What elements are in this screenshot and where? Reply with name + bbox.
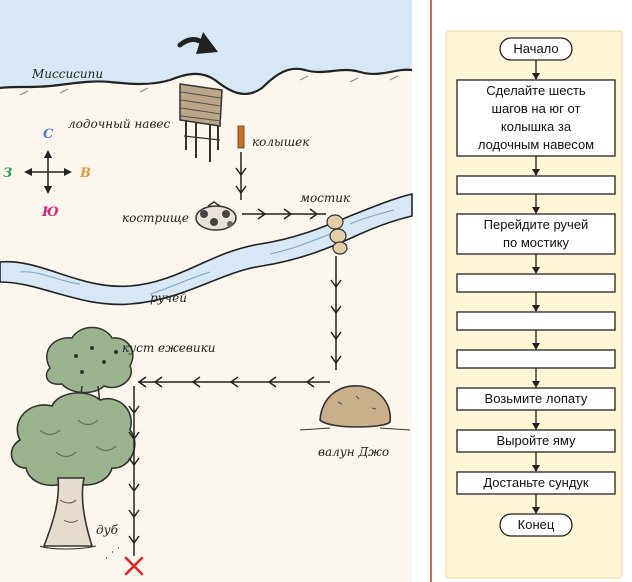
flowchart-step-text: лодочным навесом (478, 137, 594, 152)
dig-dots (106, 547, 119, 559)
river-flow-arrow (177, 32, 218, 54)
flowchart-arrow-7 (532, 410, 540, 430)
flowchart-arrow-4 (532, 292, 540, 312)
flowchart-empty-step-2[interactable] (456, 175, 616, 195)
flowchart-step-text: по мостику (503, 235, 570, 250)
path-arrows (128, 152, 342, 556)
flowchart-empty-step-4[interactable] (456, 273, 616, 293)
compass-north: С (43, 127, 54, 142)
flowchart-arrow-5 (532, 330, 540, 350)
flowchart-step-1 (456, 79, 616, 157)
blackberry-bush (45, 326, 134, 405)
flowchart-arrow-2 (532, 194, 540, 214)
label-creek: ручей (150, 291, 187, 305)
mississippi-shore (0, 67, 413, 96)
flowchart-arrow-6 (532, 368, 540, 388)
flowchart-end-label: Конец (518, 517, 555, 532)
label-blackberry: куст ежевики (122, 341, 216, 355)
compass-south: Ю (41, 205, 59, 220)
label-campfire: кострище (122, 211, 189, 225)
flowchart-step-text: Перейдите ручей (484, 217, 589, 232)
label-oak: дуб (96, 523, 119, 537)
creek (0, 192, 413, 306)
label-stake: колышек (252, 135, 310, 149)
flowchart-arrow-3 (532, 254, 540, 274)
flowchart-step-text: Достаньте сундук (483, 475, 589, 490)
label-bridge: мостик (300, 191, 351, 205)
label-mississippi: Миссисипи (31, 67, 103, 81)
compass-east: В (79, 166, 91, 181)
flowchart-start-label: Начало (513, 41, 558, 56)
flowchart-step-text: Выройте яму (496, 433, 576, 448)
label-boathouse: лодочный навес (68, 117, 171, 131)
campfire (195, 201, 237, 231)
shore-hatching (19, 75, 399, 96)
flowchart-empty-step-5[interactable] (456, 311, 616, 331)
boulder (299, 385, 411, 431)
compass-west: З (3, 166, 12, 181)
flowchart-step-3 (456, 213, 616, 255)
stake (237, 125, 245, 149)
flowchart-arrow-1 (532, 156, 540, 176)
flowchart-step-text: шагов на юг от (492, 101, 581, 116)
creek-ripples (19, 209, 395, 295)
boathouse (179, 83, 223, 162)
oak-tree (10, 392, 136, 550)
flowchart-arrow-0 (532, 60, 540, 80)
treasure-map: Миссисипи лодочный навес колышек С Ю З В (0, 0, 413, 582)
treasure-mark (124, 556, 144, 576)
flowchart-step-text: колышка за (501, 119, 572, 134)
flowchart-step-text: Сделайте шесть (486, 83, 586, 98)
flowchart-step-text: Возьмите лопату (485, 391, 588, 406)
compass (24, 150, 72, 194)
label-boulder: валун Джо (318, 445, 389, 459)
flowchart-arrow-8 (532, 452, 540, 472)
flowchart-end (499, 513, 573, 537)
bridge (326, 214, 348, 255)
flowchart-empty-step-6[interactable] (456, 349, 616, 369)
flowchart-arrow-end (532, 494, 540, 514)
